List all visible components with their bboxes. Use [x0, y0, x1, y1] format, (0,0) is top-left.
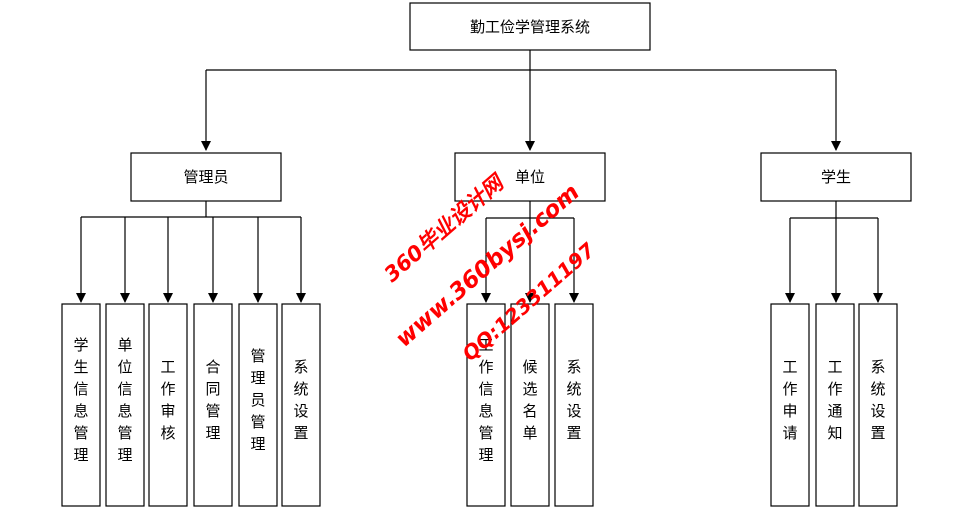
module-box [466, 303, 506, 507]
module-label: 管理员管理 [250, 347, 265, 453]
student-connectors [785, 201, 883, 303]
admin-connectors [76, 201, 306, 303]
root-box [409, 2, 651, 51]
module-box [61, 303, 101, 507]
role-box-student [760, 152, 912, 202]
student-modules [770, 303, 898, 507]
module-box [105, 303, 145, 507]
module-label: 学生信息管理 [73, 336, 88, 464]
module-box [281, 303, 321, 507]
role-label-student: 学生 [821, 168, 851, 186]
company-connectors [481, 201, 579, 303]
module-label: 工作申请 [782, 358, 797, 442]
module-label: 工作通知 [827, 358, 842, 442]
role-label-company: 单位 [515, 168, 545, 186]
module-box [510, 303, 550, 507]
module-box [858, 303, 898, 507]
module-label: 工作信息管理 [478, 336, 493, 464]
module-label: 工作审核 [160, 358, 175, 442]
module-label: 系统设置 [293, 358, 308, 442]
module-box [238, 303, 278, 507]
module-label: 合同管理 [205, 358, 220, 442]
module-box [148, 303, 188, 507]
company-modules [466, 303, 594, 507]
module-label: 单位信息管理 [117, 336, 132, 464]
module-label: 系统设置 [870, 358, 885, 442]
module-box [554, 303, 594, 507]
root-connectors [201, 50, 841, 151]
role-box-company [454, 152, 606, 202]
module-label: 候选名单 [522, 358, 537, 442]
module-label: 系统设置 [566, 358, 581, 442]
module-box [193, 303, 233, 507]
module-box [815, 303, 855, 507]
root-title: 勤工俭学管理系统 [470, 18, 590, 36]
admin-modules [61, 303, 321, 507]
module-box [770, 303, 810, 507]
role-label-admin: 管理员 [183, 168, 228, 186]
